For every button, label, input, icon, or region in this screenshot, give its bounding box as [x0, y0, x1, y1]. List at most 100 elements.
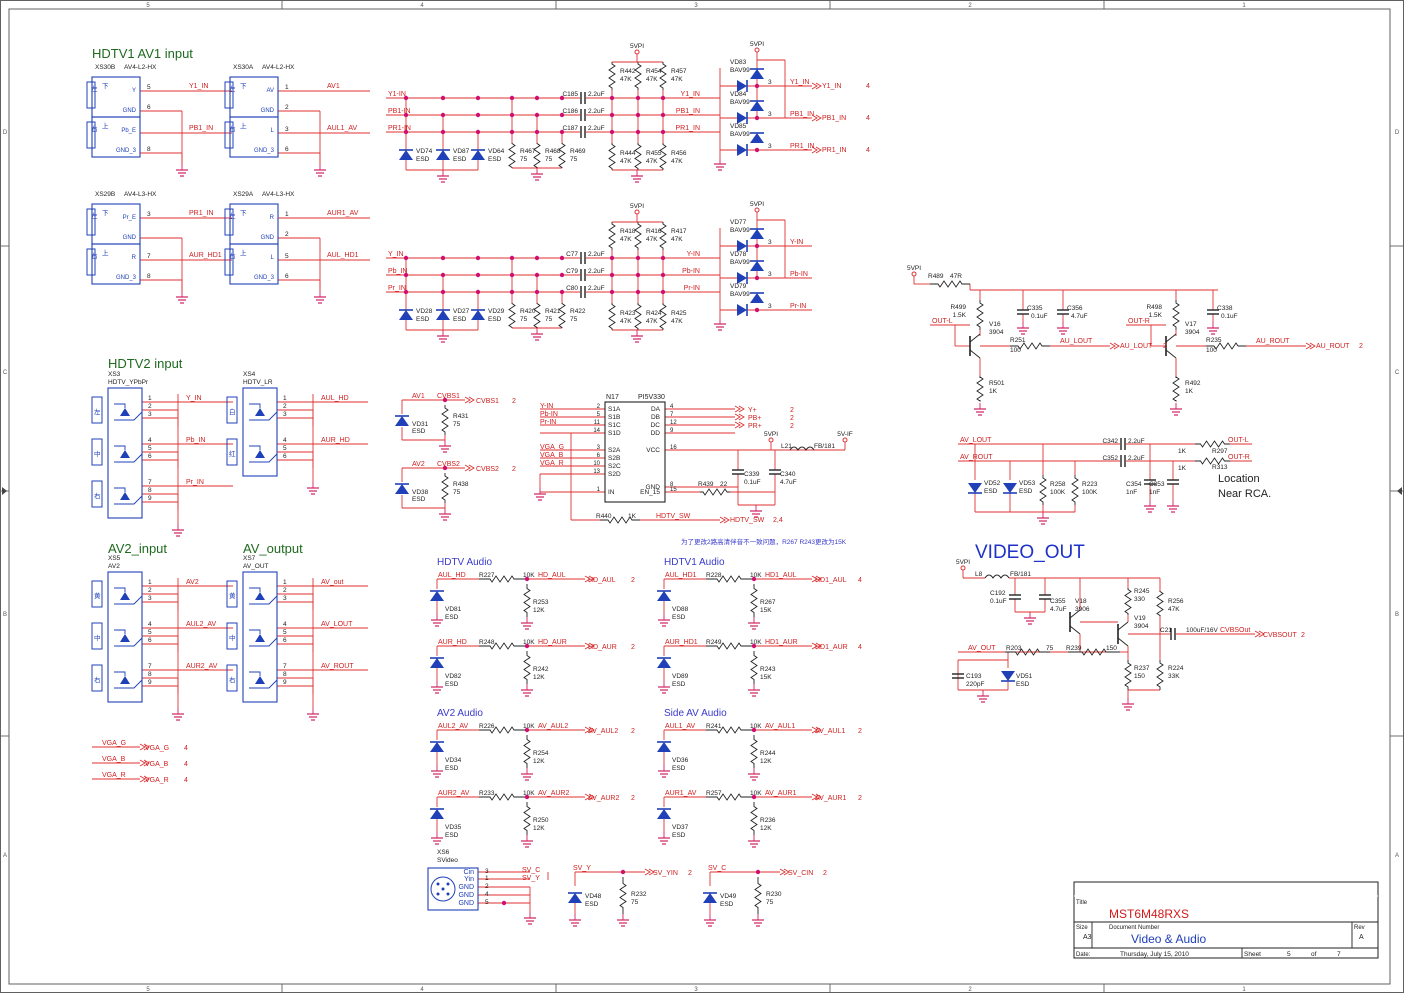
connector-part: AV4-L2-HX: [262, 64, 295, 71]
power-symbol: [842, 437, 848, 443]
part-value: 1K: [1178, 448, 1187, 455]
port-arrow: [811, 642, 818, 650]
page-ref: 4: [184, 777, 188, 784]
net-label: PR1_IN: [675, 125, 700, 132]
connector-ref: XS6: [437, 849, 450, 856]
power-symbol: [634, 209, 640, 215]
pin-label: Yin: [464, 876, 474, 883]
part-ref: R489: [928, 273, 944, 280]
part-value: ESD: [453, 316, 467, 323]
part-value: ESD: [416, 156, 430, 163]
svideo-pin-icon: [446, 882, 450, 886]
jack-contact-icon: [120, 676, 130, 684]
junction-dot: [751, 794, 757, 800]
junction-dot: [534, 289, 540, 295]
pin-label: GND: [458, 892, 474, 899]
part-value: ESD: [445, 832, 459, 839]
net-label: OUT-R: [1128, 318, 1150, 325]
page-ref: 2: [790, 423, 794, 430]
part-ref: VD27: [453, 308, 470, 315]
part-ref: VD29: [488, 308, 505, 315]
diode-icon: [430, 658, 444, 668]
net-label: Y-IN: [540, 403, 553, 410]
transistor: [1069, 625, 1081, 635]
connector-body: [229, 116, 279, 158]
net-label: SV_Y: [522, 875, 540, 882]
resistor: [750, 584, 758, 617]
resistor: [754, 877, 762, 914]
connector-ref: XS30A: [233, 64, 254, 71]
svideo-connector: [427, 867, 479, 911]
resistor: [558, 143, 566, 168]
part-ref: R239: [1066, 645, 1082, 652]
part-ref: R235: [1206, 337, 1222, 344]
resistor: [659, 62, 667, 90]
part-ref: R230: [766, 891, 782, 898]
part-ref: R422: [570, 308, 586, 315]
port-arrow: [738, 413, 745, 421]
net-label: Y_IN: [388, 251, 404, 258]
net-label: Pr-IN: [790, 303, 806, 310]
pin-number: 8: [147, 273, 151, 280]
pin-number: 5: [283, 445, 287, 452]
cjk-label: 下: [240, 209, 247, 217]
part-value: 3904: [1185, 329, 1200, 336]
junction-dot: [509, 255, 515, 261]
page-ref: 2: [790, 407, 794, 414]
part-ref: VD38: [412, 489, 429, 496]
junction-dot: [559, 95, 565, 101]
part-ref: R226: [479, 723, 495, 730]
resistor: [659, 303, 667, 330]
part-ref: R203: [1006, 645, 1022, 652]
jack-contact-icon: [249, 595, 278, 605]
pin-number: 4: [670, 404, 674, 410]
part-ref: VD74: [416, 148, 433, 155]
pin-number: 9: [148, 679, 152, 686]
junction-dot: [534, 129, 540, 135]
part-value: 10K: [750, 639, 762, 646]
jack-contact-icon: [255, 408, 265, 416]
part-value: 3906: [1075, 606, 1090, 613]
jack-contact-icon: [114, 445, 126, 450]
diode-icon: [750, 69, 764, 79]
jack-sleeve: [91, 480, 103, 508]
resistor: [1124, 588, 1132, 615]
mux-ic-body: [604, 401, 666, 503]
resistor: [706, 726, 752, 734]
resistor: [1124, 660, 1132, 690]
net-label: Pb_IN: [388, 268, 407, 275]
connector-part: AV2: [108, 563, 120, 570]
cjk-label: 右: [229, 675, 236, 684]
port-arrow: [1309, 342, 1316, 350]
part-value: 1nF: [1126, 489, 1137, 496]
resistor: [1005, 648, 1050, 656]
port-arrow: [811, 114, 818, 122]
diode-icon: [395, 484, 409, 494]
page-ref: 2,4: [773, 517, 783, 524]
svideo-pin-icon: [446, 892, 450, 896]
cjk-label: 红: [229, 449, 236, 458]
page-ref: 2: [1359, 343, 1363, 350]
net-label: Pb-IN: [790, 271, 808, 278]
jack-sleeve: [226, 396, 238, 424]
frame-column-label: 2: [968, 987, 972, 993]
hidden: 75: [588, 95, 590, 97]
jack-sleeve: [86, 81, 96, 109]
jack-contact-icon: [120, 408, 130, 416]
part-value: 47K: [646, 236, 658, 243]
pin-label: GND_3: [116, 148, 137, 154]
diode-icon: [568, 893, 582, 903]
port-arrow: [1305, 342, 1312, 350]
pin-label: L: [271, 255, 275, 261]
part-value: ESD: [672, 765, 686, 772]
pin-number: 10: [593, 461, 600, 467]
part-value: ESD: [672, 681, 686, 688]
resistor: [706, 793, 752, 801]
pin-label: GND: [261, 108, 275, 114]
diode-icon: [750, 101, 764, 111]
resistor: [619, 877, 627, 914]
net-label: AUL2_AV: [186, 621, 217, 628]
part-ref: C342: [1102, 438, 1118, 445]
